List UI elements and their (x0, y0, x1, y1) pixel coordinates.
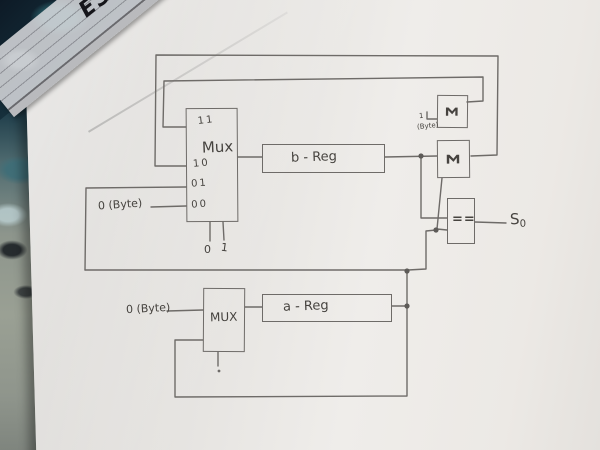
junction-dot (404, 268, 410, 274)
select-0-label: 0 (204, 243, 211, 256)
mux-upper-box: 11 Mux 10 01 00 (185, 107, 239, 223)
sigma-icon: Σ (441, 153, 462, 165)
b-reg-label: b - Reg (290, 149, 338, 166)
junction-dot (418, 153, 424, 159)
a-reg-label: a - Reg (282, 298, 329, 315)
output-s0-subscript: 0 (519, 218, 527, 230)
mux-lower-box: MUX (202, 287, 246, 353)
junction-dot (433, 227, 439, 233)
output-s0-main: S (509, 209, 520, 229)
sum-upper-box: Σ (436, 94, 469, 129)
junction-dot (404, 303, 410, 309)
wire-inner-feedback-loop (162, 76, 484, 128)
sigma-icon: Σ (441, 105, 462, 118)
wire-mux01-feedback (84, 186, 187, 271)
wire-select1-stub (222, 221, 225, 241)
wire-outer-feedback-loop (154, 54, 499, 167)
wire-bottom-loop (174, 306, 408, 398)
wire-sum-out (436, 177, 448, 231)
wire-const-one (426, 111, 438, 120)
pencil-mark (217, 369, 221, 373)
wire-muxlower-input (166, 309, 204, 312)
wire-mux00-input (150, 205, 187, 208)
output-s0-label: S0 (509, 210, 526, 231)
mux-input-11-label: 11 (197, 114, 215, 127)
comparator-label: == (452, 212, 476, 227)
b-reg-box: b - Reg (262, 144, 385, 173)
mux-upper-label: Mux (201, 137, 234, 157)
wire-comparator-out (474, 221, 507, 224)
const-lower-input-label: 0 (Byte) (125, 300, 171, 317)
sum-lower-box: Σ (436, 139, 471, 179)
mux-input-01-label: 01 (190, 177, 209, 190)
a-reg-box: a - Reg (262, 294, 392, 322)
const-one-label-value: 1 (418, 111, 424, 121)
mux-input-10-label: 10 (192, 157, 211, 170)
mux-input-00-label: 00 (190, 198, 209, 211)
comparator-box: == (447, 198, 475, 244)
wire-breg-to-sum (384, 155, 438, 158)
wire-sum-to-feedback (407, 229, 437, 271)
mux-lower-label: MUX (209, 309, 238, 325)
